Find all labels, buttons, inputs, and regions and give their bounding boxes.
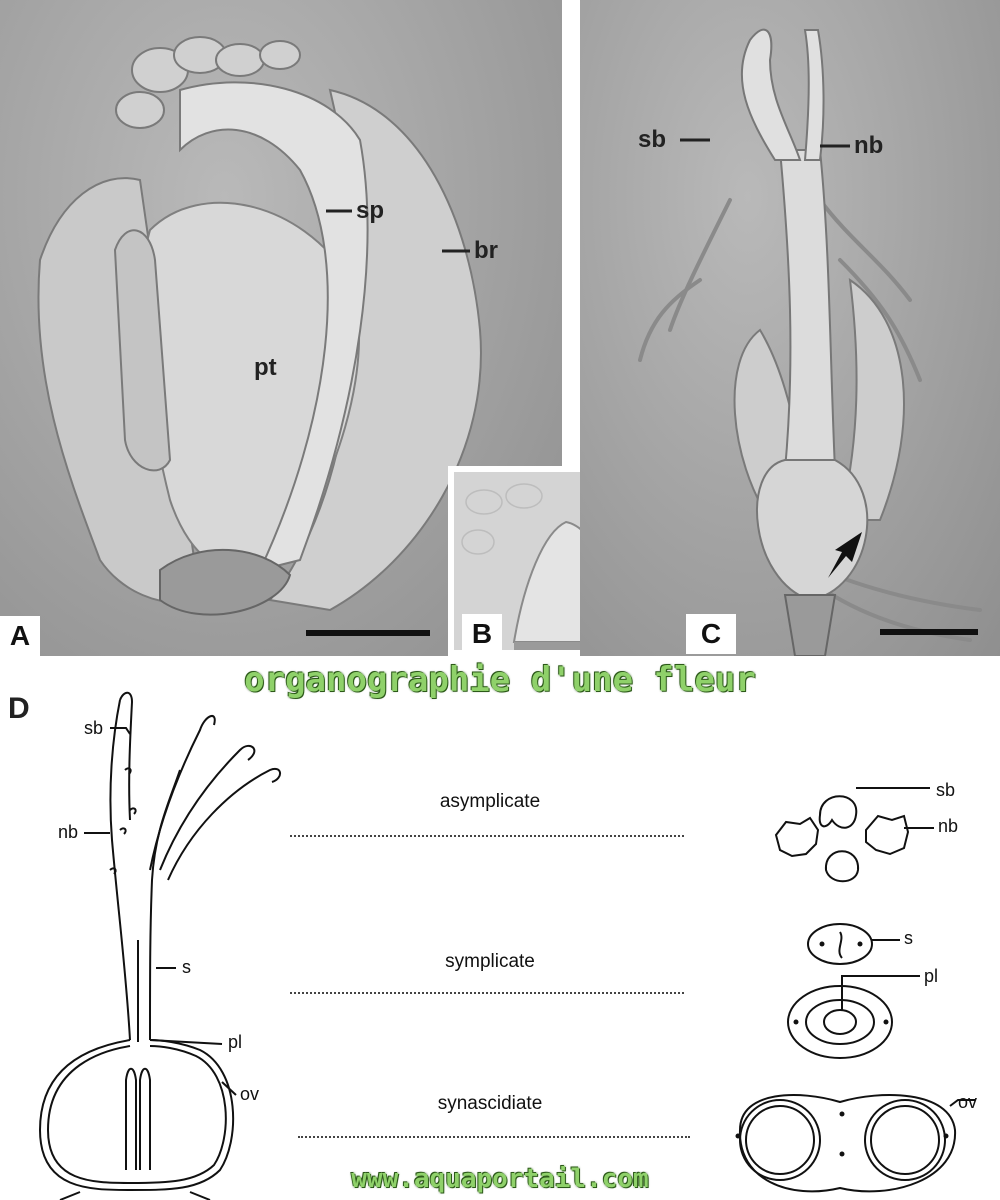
label-nb: nb [854, 132, 884, 159]
sem-panel-a: sp br pt [0, 0, 562, 656]
scale-bar-c [880, 629, 978, 635]
d-right-label-ov: ov [958, 1092, 978, 1112]
d-label-s: s [182, 957, 191, 977]
d-right-label-sb: sb [936, 780, 956, 800]
zone-divider-3 [298, 1136, 690, 1138]
flower-bud-illustration [37, 36, 482, 616]
scale-bar-a [306, 630, 430, 636]
gynoecium-illustration [638, 28, 982, 656]
d-label-pl: pl [228, 1032, 243, 1052]
label-pt: pt [254, 354, 277, 381]
d-right-label-s: s [904, 928, 913, 948]
panel-label-c: C [686, 614, 736, 654]
zone-divider-2 [290, 992, 684, 994]
sem-panel-c: sb nb [580, 0, 1000, 656]
d-label-sb: sb [84, 718, 104, 738]
d-right-label-pl: pl [924, 966, 939, 986]
zone-symplicate: symplicate [445, 951, 535, 972]
label-sp: sp [356, 197, 385, 224]
zone-asymplicate: asymplicate [439, 791, 541, 812]
d-label-ov: ov [240, 1084, 260, 1104]
label-sb: sb [638, 126, 667, 153]
d-right-label-nb: nb [938, 816, 959, 836]
zone-divider-1 [290, 835, 684, 837]
d-label-nb: nb [58, 822, 79, 842]
figure-title: organographie d'une fleur [244, 660, 756, 700]
panel-label-b: B [462, 614, 502, 654]
label-br: br [474, 237, 498, 264]
website-watermark: www.aquaportail.com [351, 1164, 649, 1194]
panel-label-d: D [8, 692, 30, 725]
zone-synascidiate: synascidiate [437, 1093, 543, 1114]
panel-label-a: A [0, 616, 40, 656]
gynoecium-line-diagram [38, 691, 975, 1200]
